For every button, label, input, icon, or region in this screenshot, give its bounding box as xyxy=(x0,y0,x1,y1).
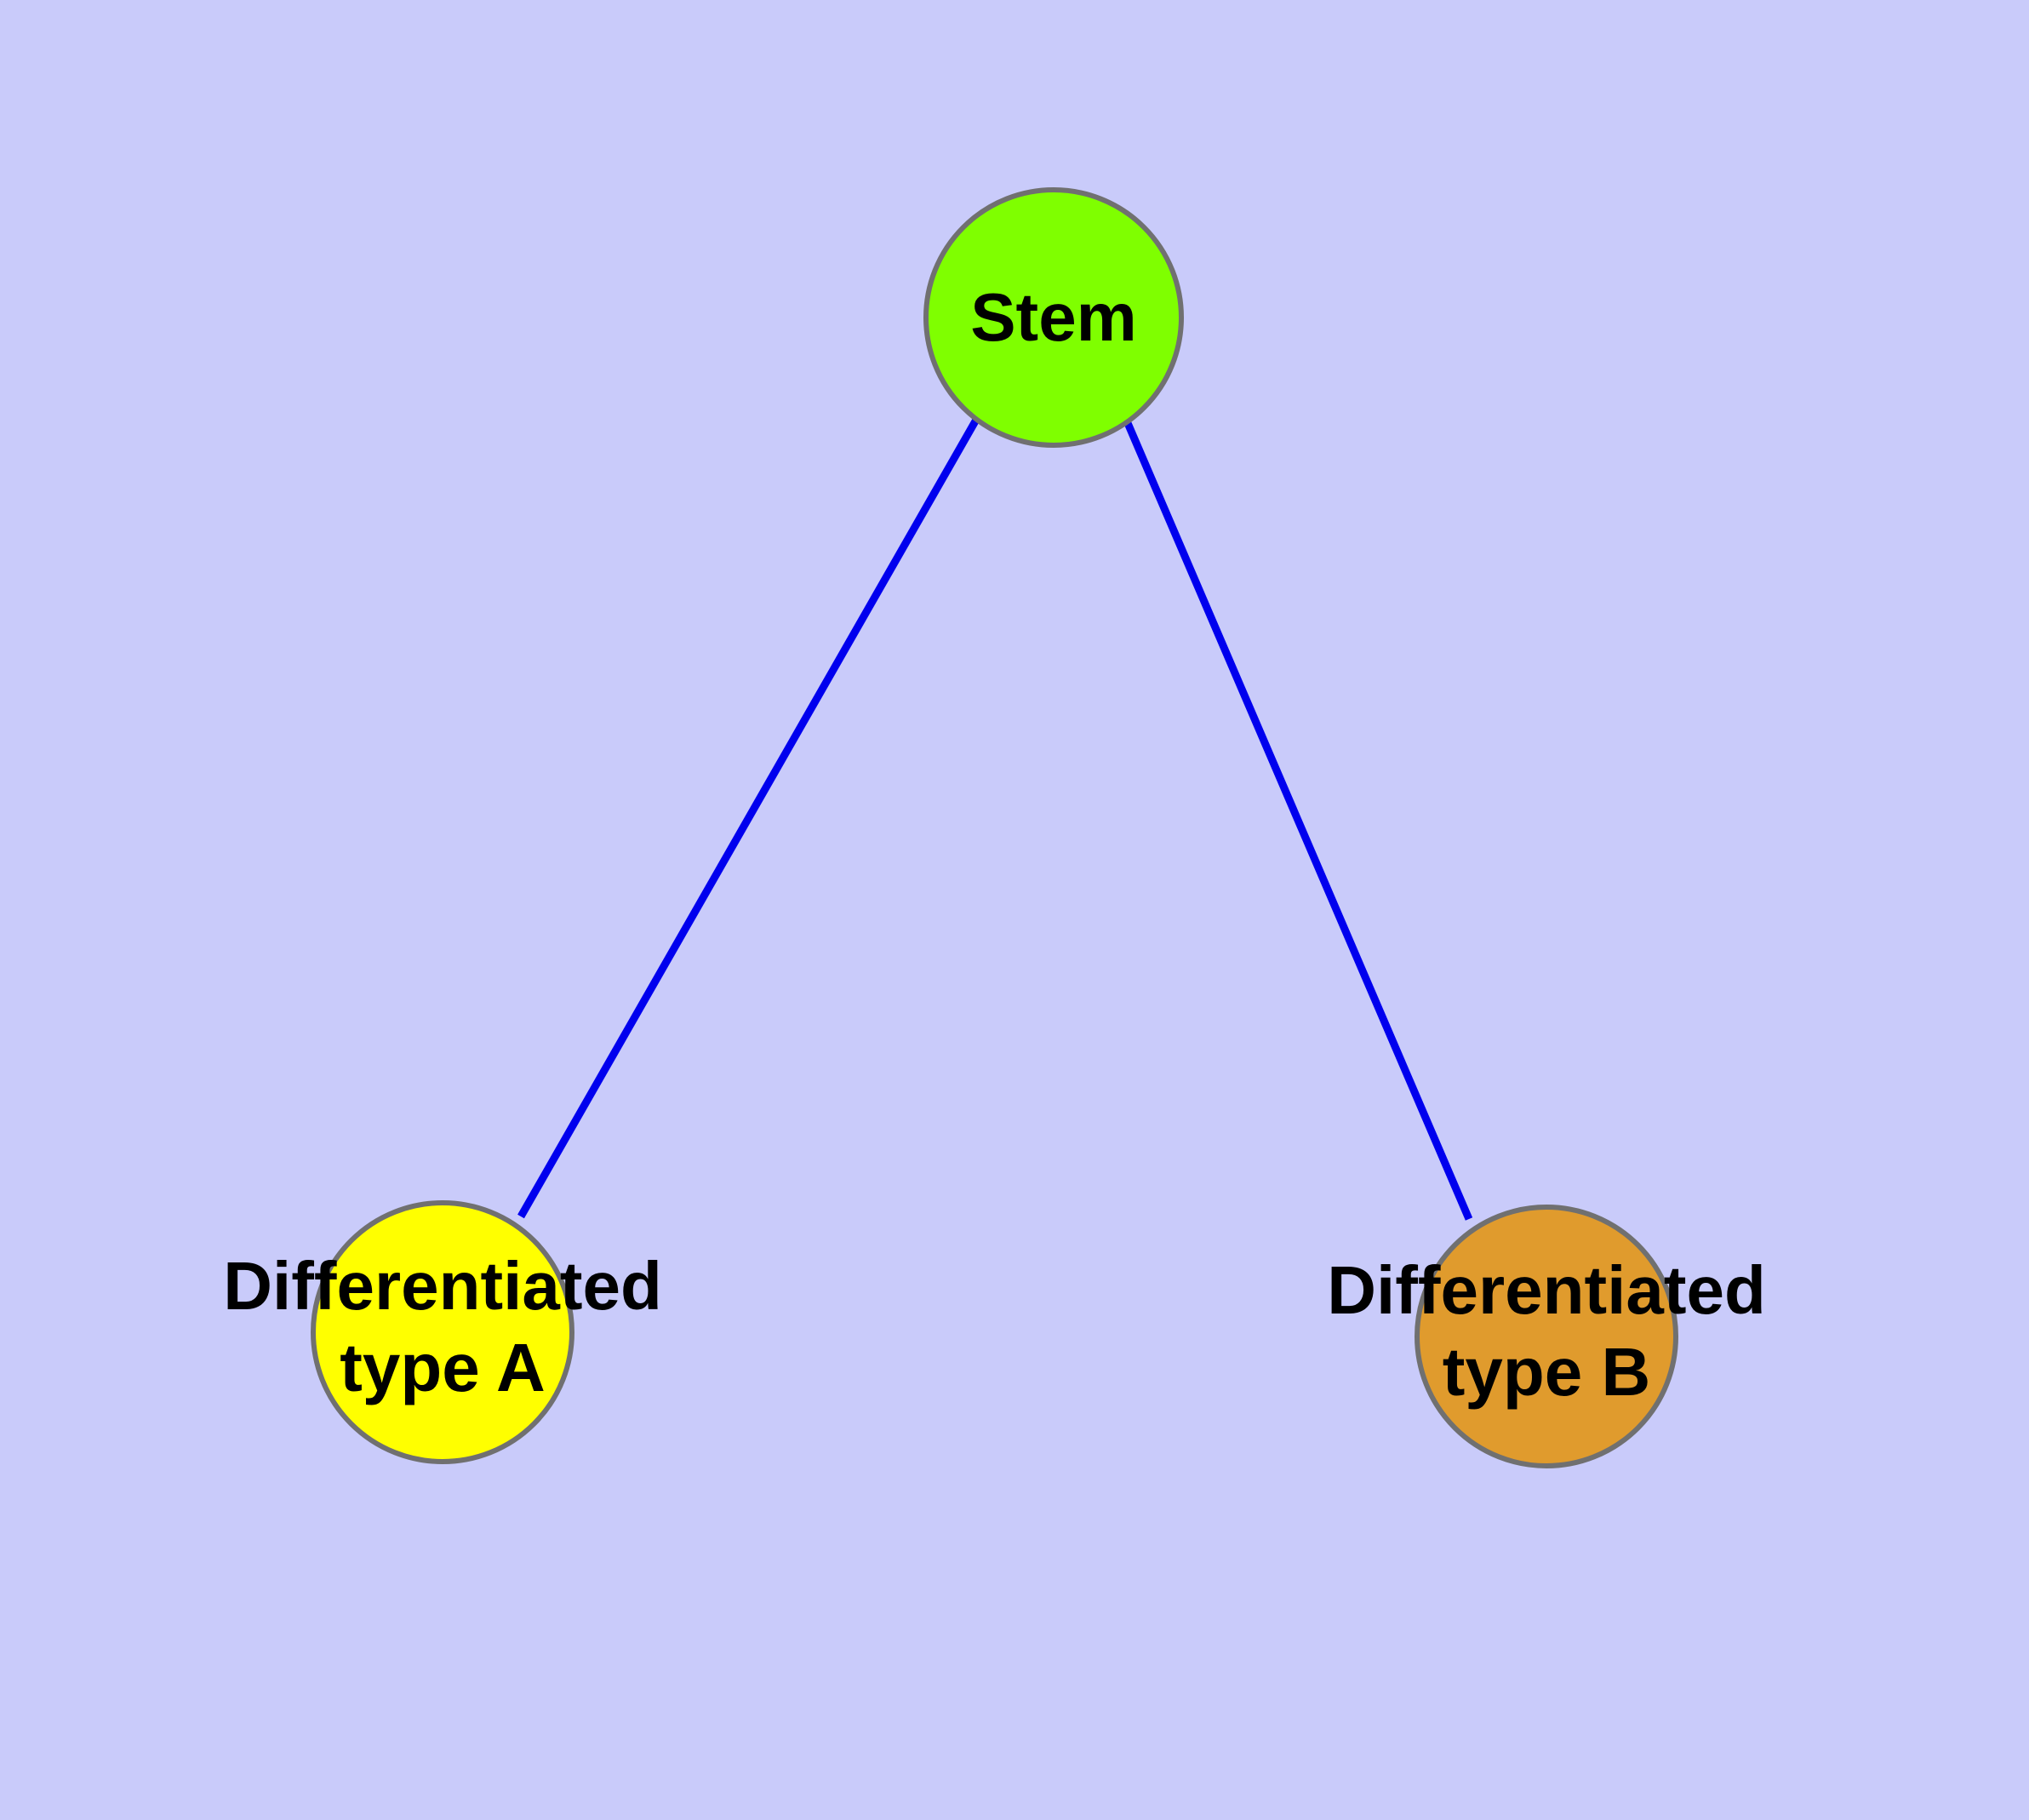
edges-group xyxy=(517,417,1473,1221)
node-stem[interactable] xyxy=(923,187,1184,448)
node-circle-differentiated-type-b[interactable] xyxy=(1415,1205,1678,1468)
node-label-stem-line-1: Stem xyxy=(970,279,1137,355)
node-label-differentiated-type-b-line-2: type B xyxy=(1443,1334,1651,1410)
node-differentiated-type-a[interactable] xyxy=(311,1200,574,1464)
node-label-differentiated-type-b-line-1: Differentiated xyxy=(1327,1252,1766,1328)
node-circle-stem[interactable] xyxy=(923,187,1184,448)
node-differentiated-type-b[interactable] xyxy=(1415,1205,1678,1468)
edge-stem-to-differentiated-type-b[interactable] xyxy=(1123,421,1473,1221)
labels-group: Stem Differentiated type A Differentiate… xyxy=(223,279,1766,1410)
nodes-group xyxy=(311,187,1678,1468)
node-label-stem: Stem xyxy=(970,279,1137,355)
node-label-differentiated-type-a-line-1: Differentiated xyxy=(223,1248,662,1324)
node-circle-differentiated-type-a[interactable] xyxy=(311,1200,574,1464)
node-label-differentiated-type-b: Differentiated type B xyxy=(1327,1252,1766,1410)
node-label-differentiated-type-a-line-2: type A xyxy=(340,1330,546,1405)
node-label-differentiated-type-a: Differentiated type A xyxy=(223,1248,662,1405)
edge-stem-to-differentiated-type-a[interactable] xyxy=(517,417,980,1219)
